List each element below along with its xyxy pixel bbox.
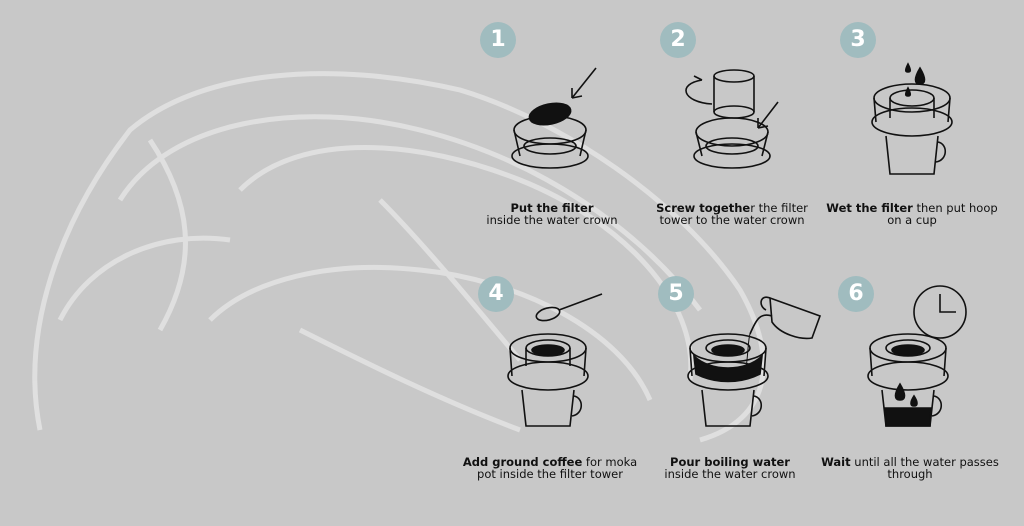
- wet-filter-illustration: [871, 62, 953, 175]
- step-number-badge: 4: [478, 276, 514, 312]
- caption-text: inside the water crown: [486, 213, 618, 227]
- step-caption: Wet the filter then put hoop on a cup: [822, 202, 1002, 226]
- step-number-badge: 1: [480, 22, 516, 58]
- caption-bold: Put the filter: [510, 201, 594, 215]
- step-number-badge: 5: [658, 276, 694, 312]
- pour-water-illustration: [687, 296, 822, 427]
- caption-text: inside the water crown: [664, 467, 796, 481]
- step-number-badge: 6: [838, 276, 874, 312]
- step-caption: Screw together the filter tower to the w…: [642, 202, 822, 226]
- caption-text: until all the water passes through: [850, 455, 999, 481]
- step-caption: Add ground coffee for moka pot inside th…: [460, 456, 640, 480]
- caption-text: then put hoop on a cup: [887, 201, 998, 227]
- caption-bold: Wait: [821, 455, 851, 469]
- screw-tower-illustration: [685, 69, 779, 169]
- wait-illustration: [867, 285, 967, 427]
- step-2: 2 Screw together the filter tower to the…: [642, 22, 822, 272]
- add-coffee-illustration: [507, 293, 603, 427]
- step-4: 4 Add ground coffee for moka pot inside …: [460, 276, 640, 526]
- caption-bold: Pour boiling water: [670, 455, 790, 469]
- step-number-badge: 3: [840, 22, 876, 58]
- caption-text: r the filter tower to the water crown: [659, 201, 808, 227]
- caption-bold: Screw togethe: [656, 201, 751, 215]
- caption-bold: Wet the filter: [826, 201, 913, 215]
- caption-text: for moka pot inside the filter tower: [477, 455, 638, 481]
- caption-bold: Add ground coffee: [462, 455, 583, 469]
- filter-into-crown-illustration: [511, 67, 597, 169]
- step-caption: Wait until all the water passes through: [820, 456, 1000, 480]
- step-number-badge: 2: [660, 22, 696, 58]
- step-6: 6 Wait until all the water passes throug…: [820, 276, 1000, 526]
- step-3: 3 Wet the filter then put hoop on a cup: [822, 22, 1002, 272]
- background-coffee-splash: [32, 71, 766, 443]
